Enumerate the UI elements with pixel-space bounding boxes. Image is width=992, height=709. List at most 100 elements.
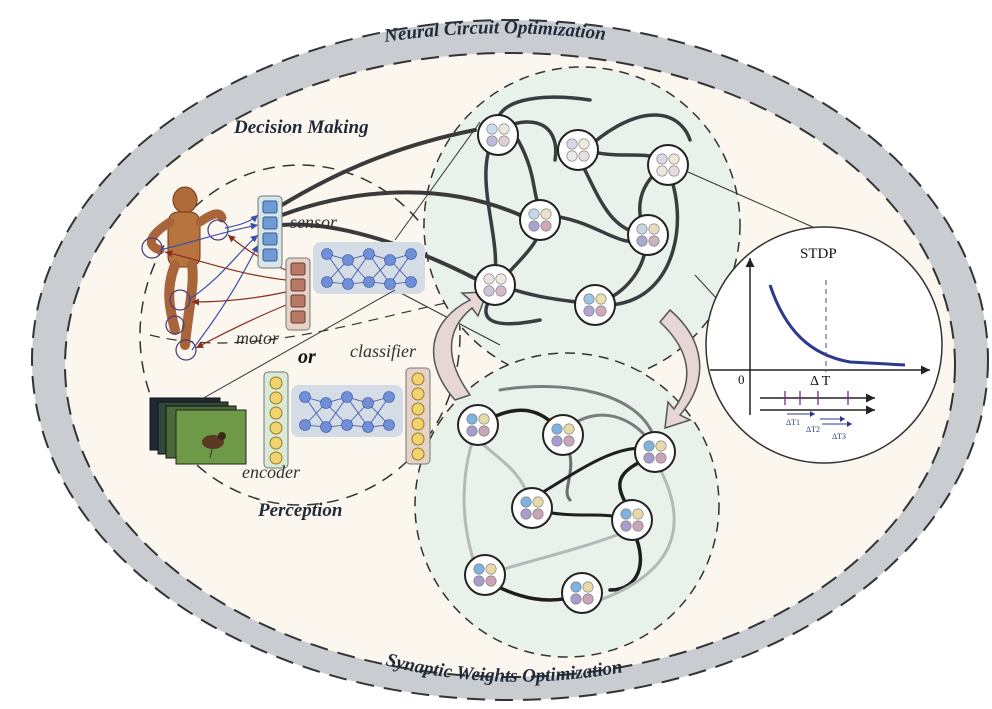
neuron-node — [574, 284, 616, 326]
neuron-node — [647, 144, 689, 186]
mini-network-node — [299, 391, 311, 403]
stdp-delta-t: Δ T — [810, 374, 831, 389]
mini-network-node — [405, 276, 417, 288]
decision-making-label: Decision Making — [234, 117, 369, 138]
neuron-subunit — [498, 123, 510, 135]
neuron-subunit — [620, 508, 632, 520]
neuron-subunit — [486, 123, 498, 135]
perception-label: Perception — [258, 500, 343, 521]
mini-network-node — [362, 397, 374, 409]
mini-network-node — [321, 248, 333, 260]
neuron-subunit — [478, 425, 490, 437]
neuron-subunit — [498, 135, 510, 147]
neuron-subunit — [566, 150, 578, 162]
mini-network-node — [384, 278, 396, 290]
neuron-subunit — [632, 508, 644, 520]
mini-network-node — [363, 276, 375, 288]
neuron-node — [477, 114, 519, 156]
neuron-node — [561, 572, 603, 614]
neuron-subunit — [578, 150, 590, 162]
neuron-subunit — [636, 223, 648, 235]
arrow-down-right — [658, 308, 701, 430]
mini-network-node — [383, 419, 395, 431]
neuron-subunit — [495, 285, 507, 297]
mini-network-node — [320, 397, 332, 409]
neuron-subunit — [528, 220, 540, 232]
neuron-node — [474, 264, 516, 306]
neuron-subunit — [532, 496, 544, 508]
neuron-subunit — [485, 575, 497, 587]
neuron-subunit — [656, 165, 668, 177]
neuron-subunit — [566, 138, 578, 150]
neuron-subunit — [551, 435, 563, 447]
lower-neurons — [457, 404, 676, 614]
neuron-subunit — [478, 413, 490, 425]
stdp-origin: 0 — [738, 372, 745, 387]
mini-network-node — [363, 248, 375, 260]
application-ellipse — [139, 164, 461, 506]
or-label: or — [298, 346, 316, 368]
mini-network-node — [341, 419, 353, 431]
neuron-subunit — [563, 423, 575, 435]
mini-network-node — [384, 254, 396, 266]
neuron-subunit — [583, 293, 595, 305]
neuron-node — [611, 499, 653, 541]
mini-network-node — [341, 391, 353, 403]
neuron-subunit — [595, 293, 607, 305]
outer-ring-dash — [31, 19, 989, 701]
sensor-label: sensor — [290, 212, 338, 232]
mini-network-node — [383, 391, 395, 403]
neuron-subunit — [485, 563, 497, 575]
neuron-subunit — [668, 165, 680, 177]
encoder-block — [263, 371, 289, 469]
neuron-subunit — [466, 413, 478, 425]
encoder-label: encoder — [242, 462, 300, 482]
image-stack — [149, 397, 247, 465]
neuron-subunit — [655, 452, 667, 464]
neuron-subunit — [540, 208, 552, 220]
neuron-node — [511, 487, 553, 529]
neuron-subunit — [495, 273, 507, 285]
mini-network-edge — [346, 396, 369, 428]
neuron-subunit — [655, 440, 667, 452]
mini-network-edge — [347, 253, 370, 285]
neuron-subunit — [656, 153, 668, 165]
neuron-subunit — [520, 508, 532, 520]
neuron-subunit — [520, 496, 532, 508]
neuron-node — [519, 199, 561, 241]
neuron-subunit — [473, 575, 485, 587]
neuron-subunit — [486, 135, 498, 147]
neuron-subunit — [532, 508, 544, 520]
neuron-subunit — [578, 138, 590, 150]
neuron-subunit — [483, 285, 495, 297]
stdp-title: STDP — [800, 246, 837, 262]
mini-network-node — [299, 419, 311, 431]
neuron-node — [464, 554, 506, 596]
neuron-subunit — [632, 520, 644, 532]
robot-figure — [141, 186, 229, 361]
neuron-subunit — [466, 425, 478, 437]
stdp-dt3: ΔT3 — [832, 432, 846, 441]
mini-network-bottom — [291, 385, 403, 437]
mini-network-edge — [389, 253, 412, 285]
neuron-subunit — [483, 273, 495, 285]
mini-network-edge — [326, 253, 349, 285]
mini-network-edge — [367, 396, 390, 428]
classifier-block — [405, 367, 431, 465]
sensor-block — [257, 195, 283, 269]
inner-background-dash — [64, 52, 956, 678]
mini-network-panel — [291, 385, 403, 437]
neuron-subunit — [540, 220, 552, 232]
mini-network-node — [405, 248, 417, 260]
mini-network-edge — [304, 396, 327, 428]
neuron-subunit — [582, 593, 594, 605]
neuron-subunit — [582, 581, 594, 593]
neuron-node — [457, 404, 499, 446]
neuron-subunit — [551, 423, 563, 435]
neuron-subunit — [528, 208, 540, 220]
mini-network-node — [320, 421, 332, 433]
mini-network-edge — [368, 253, 391, 285]
neuron-subunit — [620, 520, 632, 532]
